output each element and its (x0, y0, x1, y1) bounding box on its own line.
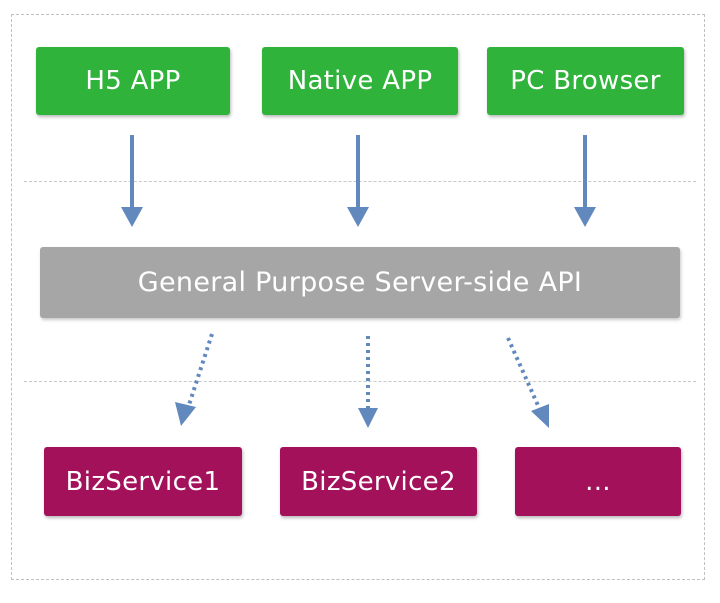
diagram-frame (11, 14, 705, 580)
client-native-app: Native APP (262, 47, 458, 115)
client-h5-app: H5 APP (36, 47, 230, 115)
biz-service-1: BizService1 (44, 447, 242, 516)
biz-service-more: ... (515, 447, 681, 516)
biz-service-2: BizService2 (280, 447, 477, 516)
server-side-api: General Purpose Server-side API (40, 247, 680, 318)
layer-divider-bottom (24, 381, 696, 382)
layer-divider-top (24, 181, 696, 182)
client-pc-browser: PC Browser (487, 47, 684, 115)
